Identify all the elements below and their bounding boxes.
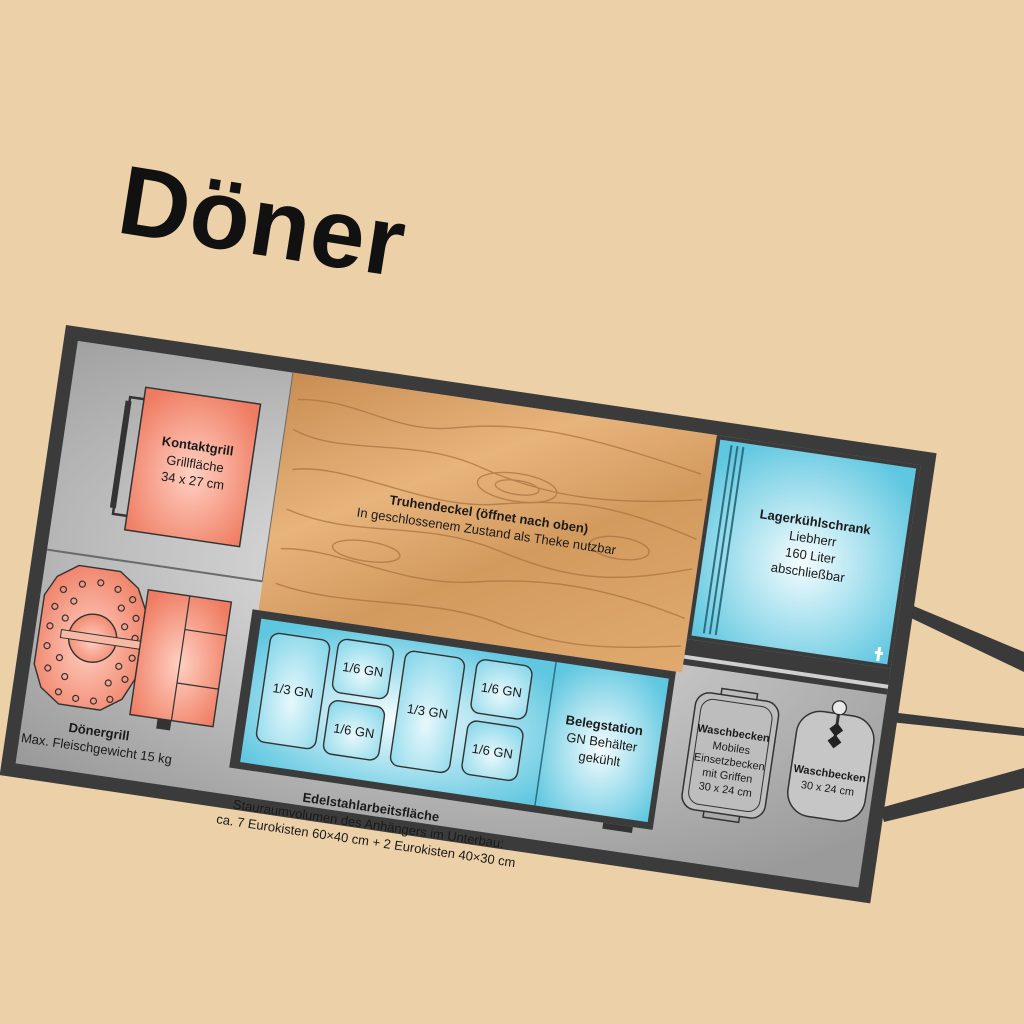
drawbar [880,592,1024,822]
gn-pan-16 [322,700,386,761]
sink-grip-icon [702,811,741,824]
gn-label: 1/3 GN [406,701,449,722]
kontaktgrill-body [123,386,262,548]
doenergrill: Dönergrill Max. Fleischgewicht 15 kg [20,564,233,767]
gn-pan-16 [331,638,395,700]
belegstation-cooled: gekühlt [578,748,622,769]
gn-pan-13-left [255,632,331,750]
kontaktgrill: Kontaktgrill Grillfläche 34 x 27 cm [109,386,262,548]
waschbecken-mobil: Waschbecken Mobiles Einsetzbecken mit Gr… [681,687,780,824]
wood-grain [275,398,703,648]
sink-mobile-line: Mobiles [712,740,752,757]
grill-holes [43,579,140,705]
gn-pan-13-mid [389,650,466,774]
gn-label: 1/6 GN [480,679,523,700]
sink-mobile-basin [681,692,780,819]
gn-pan-16 [461,720,524,782]
gn-pan-16 [470,659,533,720]
gn-label: 1/6 GN [332,720,375,741]
sink-grip-icon [720,687,759,700]
belegstation-block [534,662,669,823]
gn-label: 1/6 GN [471,741,514,762]
trailer-body: Kontaktgrill Grillfläche 34 x 27 cm Truh… [0,325,937,904]
fridge-volume: 160 Liter [784,544,837,566]
belegstation-area: 1/3 GN 1/6 GN 1/6 GN 1/3 GN 1/6 GN 1/6 G… [229,609,676,833]
fridge-brand: Liebherr [788,528,838,550]
waschbecken: Waschbecken 30 x 24 cm [787,700,875,822]
drain-icon [827,722,844,749]
fridge-handle-icon [874,646,884,662]
wood-lid [258,372,717,673]
gn-label: 1/6 GN [341,659,384,680]
fridge-body [691,439,917,665]
lagerkuehlschrank: Lagerkühlschrank Liebherr 160 Liter absc… [686,435,921,669]
truhendeckel: Truhendeckel (öffnet nach oben) In gesch… [258,372,717,673]
gn-label: 1/3 GN [272,680,315,701]
